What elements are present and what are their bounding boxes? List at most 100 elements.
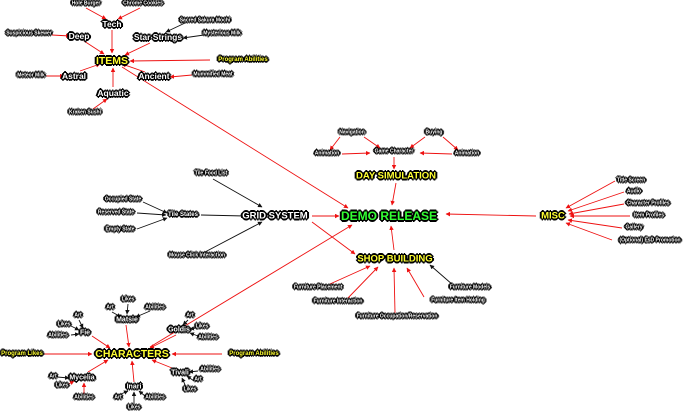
- node-art-fie: Art: [74, 312, 82, 319]
- node-tech: Tech: [102, 18, 122, 29]
- node-furniture-occupation: Furniture Occupation/Reservation: [356, 313, 438, 320]
- edge-abilities-matsie: [135, 310, 151, 318]
- edge-deep-items: [83, 40, 105, 55]
- edge-goldis-characters: [149, 334, 177, 349]
- node-goldis: Goldis: [168, 326, 190, 334]
- node-star-strings: Star Strings: [133, 31, 183, 42]
- edge-character-profiles-misc: [568, 203, 625, 216]
- node-chrome-cookies: Chrome Cookies: [123, 0, 163, 7]
- node-characters: CHARACTERS: [95, 347, 169, 360]
- edge-skewer-deep: [51, 33, 71, 39]
- edge-esd-promotion-misc: [565, 222, 613, 241]
- node-abilities-mycelia: Abilities: [74, 394, 94, 401]
- node-furniture-models: Furniture Models: [449, 284, 491, 291]
- node-optional-esd-promotion: (Optional) EsD Promotion: [619, 237, 681, 244]
- edge-abilities-fie: [70, 332, 80, 337]
- edge-tile-states-grid: [200, 213, 246, 219]
- node-demo-release: DEMO RELEASE: [340, 209, 438, 223]
- node-misc: MISC: [541, 210, 565, 222]
- edge-occupied-tile-states: [142, 201, 168, 214]
- node-animation-right: Animation: [454, 150, 480, 157]
- edge-star-strings-items: [124, 42, 151, 56]
- edge-furniture-models-shop: [429, 264, 454, 286]
- edge-navigation-animation: [329, 136, 341, 151]
- edge-items-demo: [121, 66, 349, 209]
- node-mummified-meat: Mummified Meat: [193, 71, 233, 78]
- edge-abilities-goldis: [189, 332, 199, 337]
- node-likes-mycelia: Likes: [55, 382, 69, 389]
- node-program-abilities-items: Program Abilities: [218, 57, 268, 63]
- node-art-goldis: Art: [186, 312, 194, 319]
- edge-likes-goldis: [189, 326, 197, 331]
- node-audio: Audio: [626, 188, 642, 195]
- edge-art-mycelia: [56, 375, 70, 380]
- node-aquatic: Aquatic: [97, 87, 129, 98]
- edge-shop-building-demo: [389, 225, 395, 251]
- node-kraken-sushi: Kraken Sushi: [69, 109, 101, 116]
- edge-art-tivali: [186, 375, 195, 382]
- node-shop-building: SHOP BUILDING: [357, 253, 433, 265]
- node-likes-tivali: Likes: [183, 386, 197, 393]
- edge-mummified-ancient: [169, 74, 193, 79]
- edge-likes-mycelia: [66, 380, 75, 386]
- node-tivali: Tivali: [171, 369, 189, 377]
- node-occupied-state: Occupied State: [104, 196, 142, 203]
- edge-furniture-item-holding-shop: [406, 267, 425, 298]
- node-art-tivali: Art: [194, 376, 202, 383]
- node-likes-goldis: Likes: [195, 323, 209, 330]
- edge-likes-fie: [70, 325, 80, 331]
- edge-misc-demo: [445, 211, 537, 217]
- node-game-character: Game Character: [374, 148, 414, 155]
- node-furniture-item-holding: Furniture Item Holding: [431, 297, 485, 304]
- node-mouse-click-interaction: Mouse Click Interaction: [168, 252, 226, 259]
- edge-chrome-cookies-tech: [117, 7, 141, 20]
- edge-gallery-misc: [567, 218, 623, 229]
- edge-sakura-star-strings: [165, 22, 186, 33]
- edge-empty-tile-states: [136, 217, 168, 230]
- node-empty-state: Empty State: [105, 226, 135, 233]
- edge-tile-food-list-grid: [212, 178, 263, 208]
- node-tile-states: Tile States: [168, 212, 198, 218]
- node-furniture-placement: Furniture Placement: [293, 284, 343, 291]
- node-furniture-interaction: Furniture Interaction: [313, 298, 363, 305]
- node-title-screen: Title Screen: [616, 177, 646, 184]
- edge-animation-right-game-character: [419, 150, 453, 156]
- edge-astral-items: [79, 63, 101, 72]
- node-ancient: Ancient: [138, 70, 170, 81]
- node-mysterious-milk: Mysterious Milk: [203, 30, 241, 37]
- node-hole-burger: Hole Burger: [71, 0, 101, 7]
- edge-abilities-inari: [138, 390, 146, 397]
- edge-mouse-click-grid: [204, 221, 263, 253]
- edge-mycelia-characters: [87, 359, 109, 373]
- edge-navigation-game-character: [363, 136, 381, 149]
- edge-inari-characters: [130, 360, 135, 383]
- edge-buying-game-character: [409, 136, 426, 149]
- edge-grid-shop-building: [311, 221, 356, 255]
- edge-likes-tivali: [181, 377, 187, 388]
- node-navigation: Navigation: [339, 129, 365, 136]
- node-deep: Deep: [68, 30, 90, 41]
- node-art-inari: Art: [114, 394, 122, 401]
- edge-matsie-characters: [125, 324, 131, 348]
- node-fie: Fie: [79, 329, 91, 337]
- node-mycelia: Mycelia: [69, 374, 95, 382]
- edge-buying-animation: [442, 136, 459, 151]
- node-buying: Buying: [425, 129, 443, 136]
- node-abilities-inari: Abilities: [145, 394, 165, 401]
- edge-art-matsie: [111, 311, 122, 318]
- node-art-matsie: Art: [106, 304, 114, 311]
- node-abilities-goldis: Abilities: [198, 334, 218, 341]
- edge-abilities-tivali: [188, 369, 199, 374]
- node-item-profiles: Item Profiles: [633, 212, 665, 219]
- node-sacred-sakura-mochi: Sacred Sakura Mochi: [179, 17, 231, 24]
- node-likes-inari: Likes: [127, 404, 141, 411]
- edge-animation-left-game-character: [341, 150, 371, 156]
- node-inari: Inari: [126, 383, 142, 391]
- edge-reserved-tile-states: [136, 212, 167, 217]
- node-abilities-tivali: Abilities: [200, 366, 220, 373]
- edge-title-screen-misc: [565, 180, 616, 209]
- edge-art-fie: [78, 319, 84, 329]
- node-items: ITEMS: [95, 54, 129, 67]
